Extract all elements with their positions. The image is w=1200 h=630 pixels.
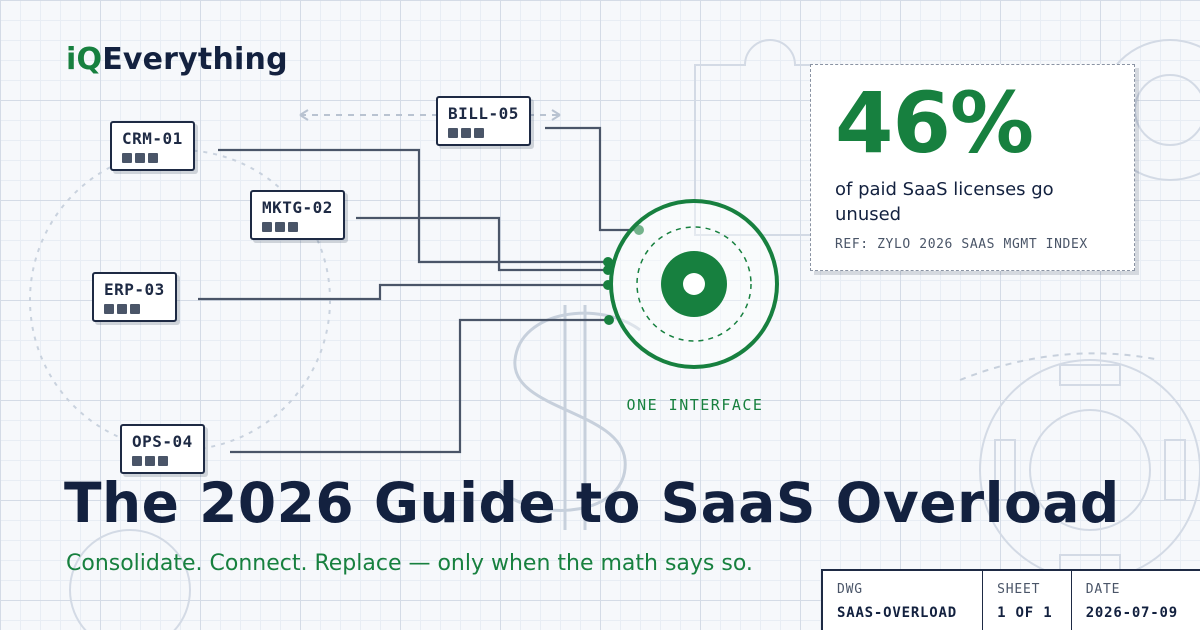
page-title: The 2026 Guide to SaaS Overload xyxy=(64,471,1120,535)
brand-prefix: iQ xyxy=(66,42,103,77)
brand-suffix: Everything xyxy=(102,42,288,77)
drawing-title-block: DWG SAAS-OVERLOAD SHEET 1 OF 1 DATE 2026… xyxy=(821,569,1200,630)
system-label: BILL-05 xyxy=(448,104,519,123)
title-block-sheet: SHEET 1 OF 1 xyxy=(983,571,1072,630)
dwg-label: DWG xyxy=(837,582,863,597)
status-dots xyxy=(448,128,519,138)
system-label: CRM-01 xyxy=(122,129,183,148)
status-dots xyxy=(104,304,165,314)
date-value: 2026-07-09 xyxy=(1085,605,1178,621)
connector-mktg xyxy=(356,216,608,272)
stat-card: 46% of paid SaaS licenses go unused REF:… xyxy=(810,64,1135,271)
sheet-value: 1 OF 1 xyxy=(997,605,1053,621)
connector-lines xyxy=(198,126,639,454)
status-dots xyxy=(122,153,183,163)
title-block-dwg: DWG SAAS-OVERLOAD xyxy=(823,571,984,630)
system-node-bill: BILL-05 xyxy=(436,96,531,146)
hub-target-icon xyxy=(609,199,779,369)
status-dots xyxy=(132,456,193,466)
connector-crm xyxy=(218,148,608,264)
date-label: DATE xyxy=(1085,582,1121,597)
connector-ops xyxy=(230,318,609,454)
system-label: OPS-04 xyxy=(132,432,193,451)
connector-bill xyxy=(545,126,639,232)
stat-reference: REF: ZYLO 2026 SAAS MGMT INDEX xyxy=(835,237,1088,252)
system-node-erp: ERP-03 xyxy=(92,272,177,322)
connector-erp xyxy=(198,283,608,301)
system-node-mktg: MKTG-02 xyxy=(250,190,345,240)
system-label: ERP-03 xyxy=(104,280,165,299)
system-label: MKTG-02 xyxy=(262,198,333,217)
stat-value: 46% xyxy=(835,74,1034,172)
stat-text: of paid SaaS licenses go unused xyxy=(835,179,1054,225)
brand-logo: iQEverything xyxy=(66,42,288,77)
dwg-value: SAAS-OVERLOAD xyxy=(837,605,957,621)
title-block-date: DATE 2026-07-09 xyxy=(1072,571,1200,630)
system-node-ops: OPS-04 xyxy=(120,424,205,474)
sheet-label: SHEET xyxy=(997,582,1041,597)
gear-icon xyxy=(69,529,191,630)
dollar-icon xyxy=(499,305,641,530)
system-node-crm: CRM-01 xyxy=(110,121,195,171)
hub-label: ONE INTERFACE xyxy=(626,396,764,414)
status-dots xyxy=(262,222,333,232)
page-subtitle: Consolidate. Connect. Replace — only whe… xyxy=(66,551,753,576)
gear-icon xyxy=(979,359,1200,581)
